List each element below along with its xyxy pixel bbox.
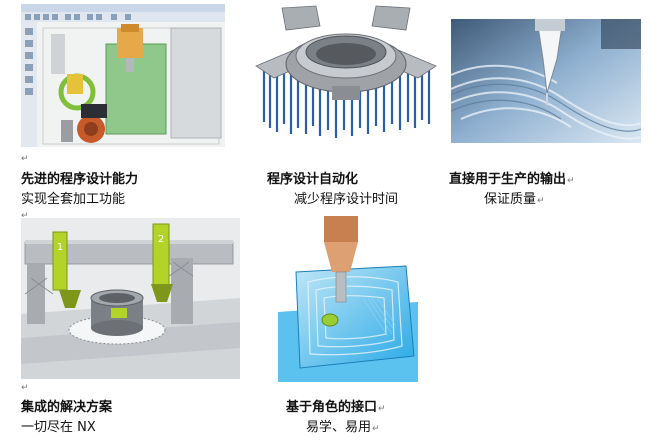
feature-5-title: 基于角色的接口↵: [286, 400, 386, 415]
cad-software-screenshot: [21, 4, 225, 147]
feature-2-subtitle: 减少程序设计时间: [294, 192, 399, 207]
feature-4-title: 集成的解决方案: [21, 400, 113, 415]
feature-3-subtitle: 保证质量↵: [484, 192, 545, 207]
pocket-milling-render: [278, 216, 418, 382]
machining-closeup-photo: [451, 19, 641, 143]
pocket-milling-illustration: [278, 216, 418, 382]
cad-software-illustration: [21, 4, 225, 147]
feature-5-subtitle: 易学、易用↵: [306, 420, 380, 435]
gantry-label-2: 2: [158, 234, 164, 245]
feature-1-title: 先进的程序设计能力: [21, 172, 139, 187]
paragraph-mark: ↵: [567, 176, 575, 186]
gantry-machine-render: 1 2: [21, 218, 240, 379]
paragraph-mark: ↵: [21, 383, 29, 393]
paragraph-mark: ↵: [537, 196, 545, 206]
feature-3-title: 直接用于生产的输出↵: [449, 172, 575, 187]
feature-2-title: 程序设计自动化: [267, 172, 359, 187]
feature-4-subtitle: 一切尽在 NX: [21, 420, 96, 435]
fixture-part-render: [250, 4, 442, 144]
paragraph-mark: ↵: [21, 211, 29, 221]
paragraph-mark: ↵: [21, 154, 29, 164]
fixture-part-illustration: [250, 4, 442, 144]
paragraph-mark: ↵: [372, 424, 380, 434]
feature-1-subtitle: 实现全套加工功能: [21, 192, 126, 207]
machining-closeup-illustration: [451, 19, 641, 143]
paragraph-mark: ↵: [378, 404, 386, 414]
gantry-machine-illustration: 1 2: [21, 218, 240, 379]
gantry-label-1: 1: [57, 242, 63, 253]
